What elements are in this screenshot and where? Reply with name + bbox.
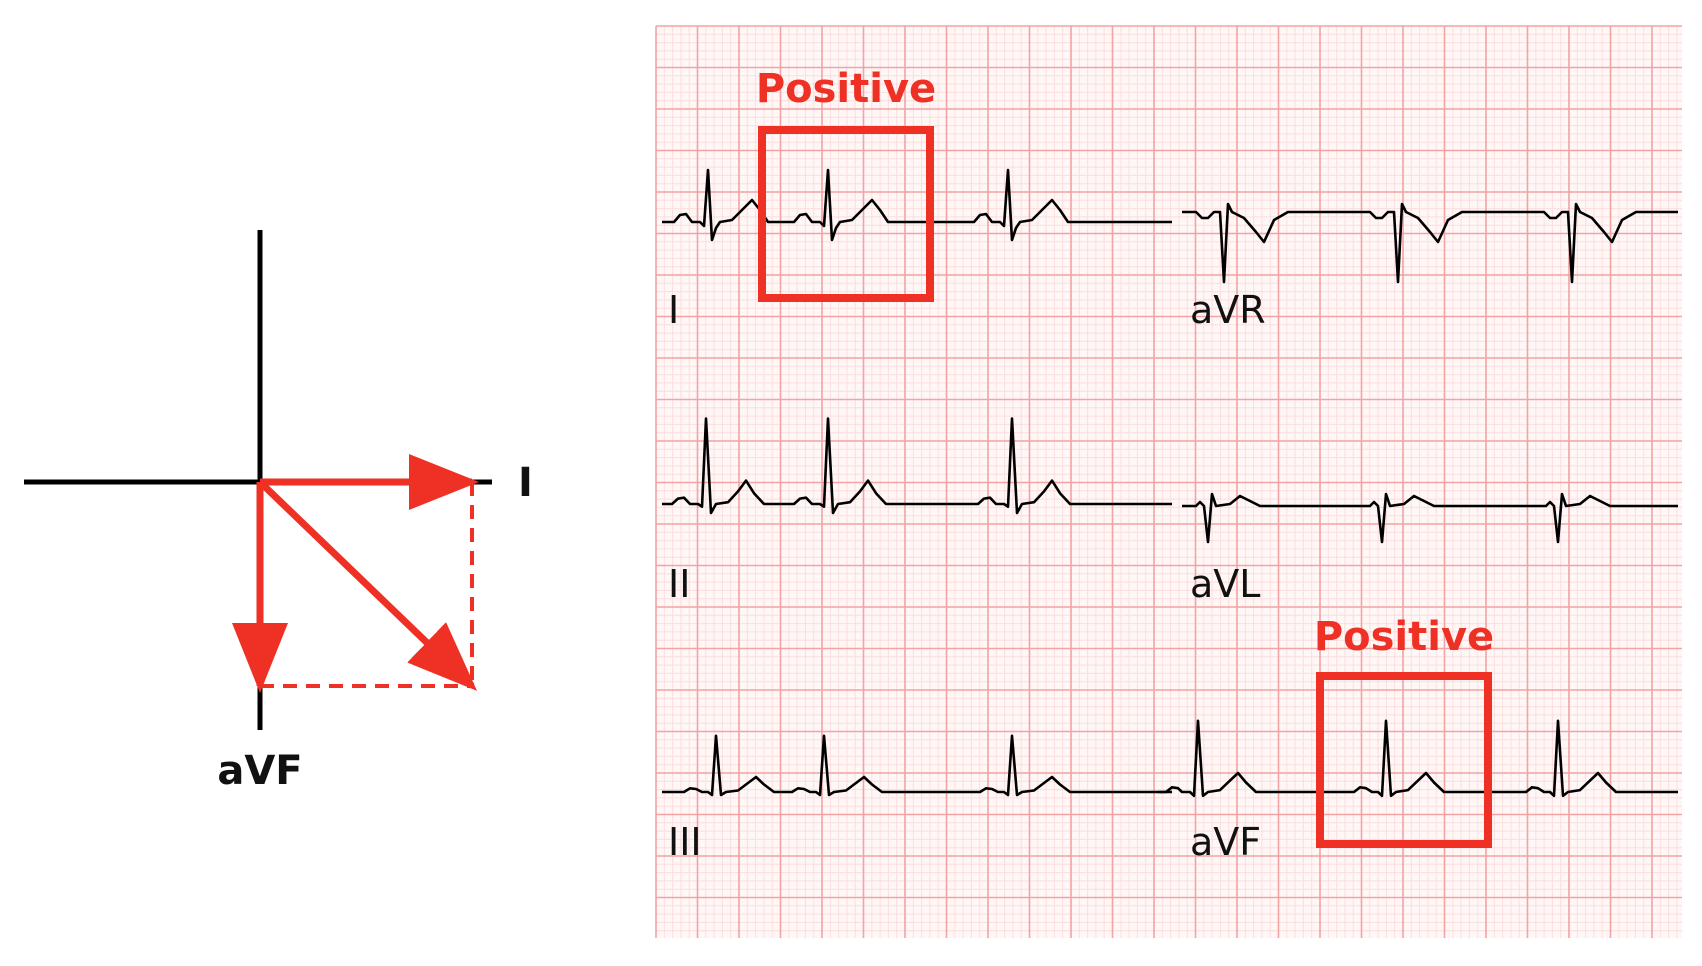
ecg-trace-lead-avr	[1182, 202, 1678, 284]
ecg-trace-lead-avf	[1158, 719, 1678, 798]
axis-label-avf: aVF	[217, 748, 302, 794]
lead-label-iii: III	[668, 820, 702, 864]
axis-label-i: I	[518, 460, 533, 506]
lead-label-avf: aVF	[1190, 820, 1261, 864]
ecg-grid-major	[655, 25, 1682, 938]
ecg-trace-lead-avl	[1182, 492, 1678, 544]
axis-diagram: I aVF	[24, 230, 533, 794]
highlight-box-lead-avf	[1316, 672, 1492, 848]
ecg-trace-lead-iii	[662, 734, 1172, 797]
lead-label-ii: II	[668, 562, 690, 606]
ecg-trace-lead-i	[662, 168, 1172, 242]
positive-label-lead-avf: Positive	[1314, 614, 1494, 660]
lead-label-i: I	[668, 288, 679, 332]
lead-label-avl: aVL	[1190, 562, 1260, 606]
resultant-vector-arrow	[257, 479, 478, 691]
ecg-traces	[662, 168, 1678, 798]
lead-label-avr: aVR	[1190, 288, 1266, 332]
positive-label-lead-i: Positive	[756, 66, 936, 112]
highlight-box-lead-i	[758, 126, 934, 302]
ecg-trace-lead-ii	[662, 417, 1172, 515]
ecg-panel: I aVR II aVL III aVF Positive Positive	[655, 25, 1682, 938]
